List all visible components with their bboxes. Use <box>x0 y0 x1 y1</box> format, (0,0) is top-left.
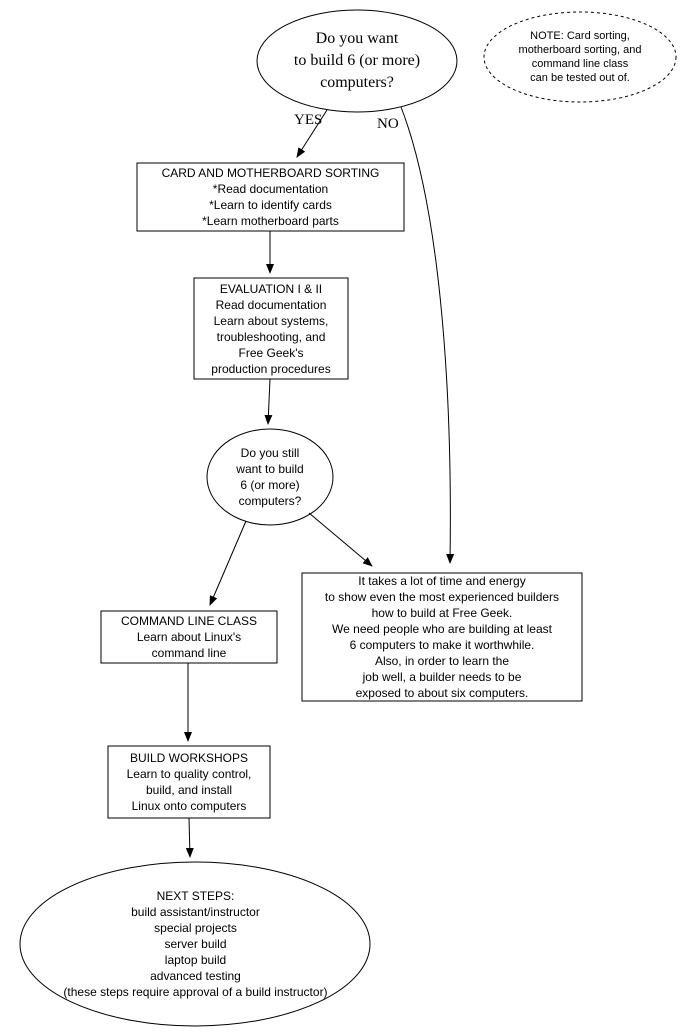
edge-build-workshops-to-next-steps <box>185 817 194 858</box>
edge-evaluation-to-still-want <box>264 378 273 425</box>
card-sorting-box <box>136 162 405 232</box>
edge-still-want-to-time-energy <box>308 512 373 567</box>
note-ellipse <box>483 11 677 103</box>
evaluation-box <box>193 277 349 380</box>
build-workshops-box <box>107 745 271 819</box>
time-energy-box <box>301 572 583 702</box>
still-want-ellipse <box>206 428 334 526</box>
edge-start-to-time-energy <box>400 106 455 564</box>
command-line-box <box>100 610 278 664</box>
next-steps-ellipse <box>19 861 371 1027</box>
start-ellipse <box>256 9 458 113</box>
edge-still-want-to-command-line <box>209 520 247 606</box>
edge-start-to-card-sorting <box>296 109 328 158</box>
